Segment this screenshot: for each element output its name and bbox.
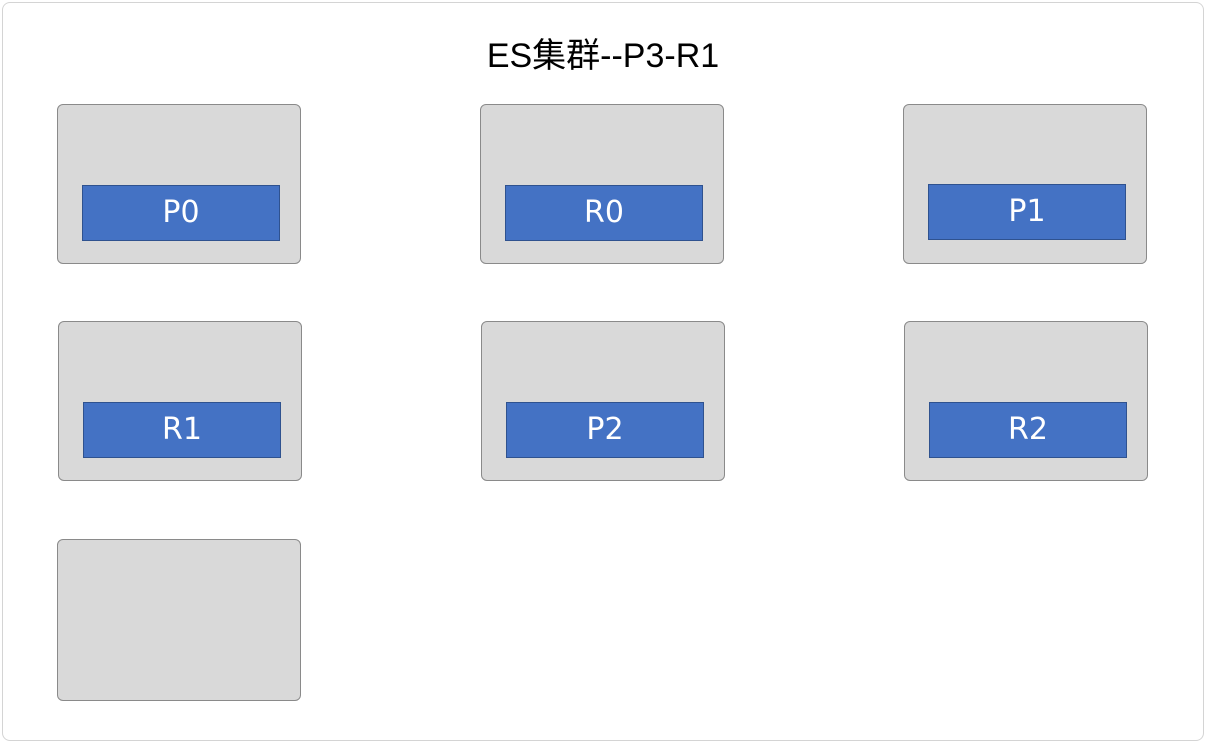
node-2: R0: [480, 104, 724, 264]
shard-p1: P1: [928, 184, 1126, 240]
diagram-title: ES集群--P3-R1: [486, 37, 720, 75]
node-7-empty: [57, 539, 301, 701]
node-1: P0: [57, 104, 301, 264]
node-5: P2: [481, 321, 725, 481]
shard-r0: R0: [505, 185, 703, 241]
node-6: R2: [904, 321, 1148, 481]
shard-r2: R2: [929, 402, 1127, 458]
node-4: R1: [58, 321, 302, 481]
shard-p2: P2: [506, 402, 704, 458]
shard-r1: R1: [83, 402, 281, 458]
node-3: P1: [903, 104, 1147, 264]
shard-p0: P0: [82, 185, 280, 241]
